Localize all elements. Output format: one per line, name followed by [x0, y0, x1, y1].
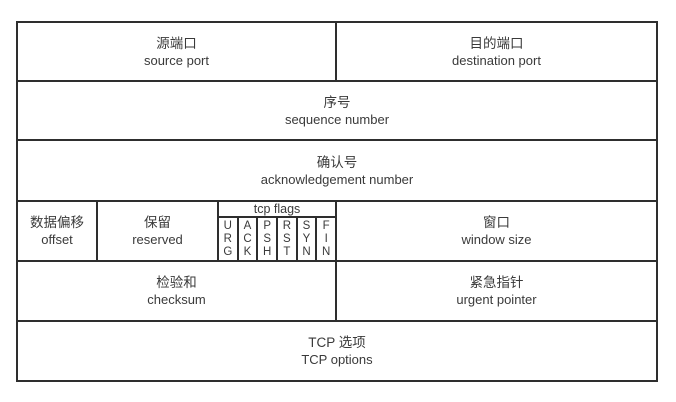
tcp-flags-title: tcp flags: [219, 202, 335, 218]
flag-psh: PSH: [258, 218, 279, 260]
field-reserved: 保留 reserved: [98, 202, 219, 260]
offset-label-zh: 数据偏移: [30, 215, 84, 230]
field-checksum: 检验和 checksum: [18, 262, 337, 320]
field-tcp-flags: tcp flags URG ACK PSH RST SYN FIN: [219, 202, 337, 260]
tcp-options-label-en: TCP options: [301, 352, 373, 367]
sequence-number-label-en: sequence number: [284, 111, 390, 127]
field-source-port: 源端口 source port: [18, 23, 337, 80]
urgent-pointer-label-zh: 紧急指针: [469, 275, 524, 290]
window-size-label-en: window size: [461, 232, 532, 247]
sequence-number-label-zh: 序号: [323, 94, 351, 110]
field-acknowledgement-number: 确认号 acknowledgement number: [18, 141, 656, 200]
row-offset-flags-window: 数据偏移 offset 保留 reserved tcp flags URG AC…: [18, 202, 656, 262]
field-window-size: 窗口 window size: [337, 202, 656, 260]
offset-label-en: offset: [41, 232, 73, 247]
tcp-flags-columns: URG ACK PSH RST SYN FIN: [219, 218, 335, 260]
urgent-pointer-label-en: urgent pointer: [456, 292, 537, 307]
row-checksum-urgent: 检验和 checksum 紧急指针 urgent pointer: [18, 262, 656, 322]
flag-psh-text: PSH: [263, 219, 272, 258]
source-port-label-zh: 源端口: [156, 35, 197, 51]
flag-syn: SYN: [298, 218, 318, 260]
row-acknowledgement-number: 确认号 acknowledgement number: [18, 141, 656, 202]
flag-rst: RST: [278, 218, 298, 260]
window-size-label-zh: 窗口: [483, 215, 510, 230]
acknowledgement-number-label-zh: 确认号: [316, 154, 358, 170]
flag-fin-text: FIN: [322, 219, 331, 258]
row-ports: 源端口 source port 目的端口 destination port: [18, 23, 656, 82]
reserved-label-en: reserved: [132, 232, 183, 247]
flag-ack: ACK: [239, 218, 259, 260]
flag-ack-text: ACK: [243, 219, 252, 258]
checksum-label-zh: 检验和: [156, 275, 197, 290]
field-sequence-number: 序号 sequence number: [18, 82, 656, 139]
flag-rst-text: RST: [282, 219, 291, 258]
row-sequence-number: 序号 sequence number: [18, 82, 656, 141]
flag-urg: URG: [219, 218, 239, 260]
tcp-options-label-zh: TCP 选项: [308, 335, 366, 350]
field-destination-port: 目的端口 destination port: [337, 23, 656, 80]
reserved-label-zh: 保留: [144, 215, 171, 230]
destination-port-label-zh: 目的端口: [469, 35, 524, 51]
flag-urg-text: URG: [223, 219, 233, 258]
field-urgent-pointer: 紧急指针 urgent pointer: [337, 262, 656, 320]
flag-fin: FIN: [317, 218, 335, 260]
field-tcp-options: TCP 选项 TCP options: [18, 322, 656, 380]
field-offset: 数据偏移 offset: [18, 202, 98, 260]
source-port-label-en: source port: [143, 52, 210, 68]
flag-syn-text: SYN: [302, 219, 311, 258]
checksum-label-en: checksum: [147, 292, 206, 307]
row-tcp-options: TCP 选项 TCP options: [18, 322, 656, 380]
acknowledgement-number-label-en: acknowledgement number: [260, 171, 414, 187]
tcp-header-table: 源端口 source port 目的端口 destination port 序号…: [16, 21, 658, 382]
destination-port-label-en: destination port: [452, 52, 541, 68]
